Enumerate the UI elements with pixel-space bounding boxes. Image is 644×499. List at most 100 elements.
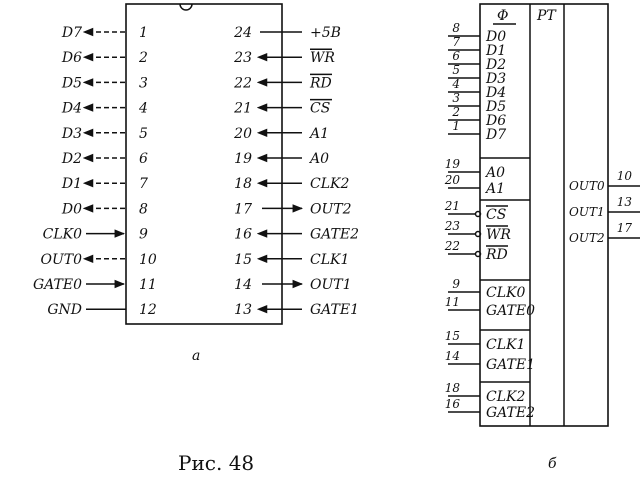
right-pin-signal: +5В (310, 25, 341, 41)
symbol-output-signal: OUT0 (569, 179, 605, 193)
symbol-pin-signal: RD (485, 247, 508, 263)
right-pin-number: 16 (234, 227, 252, 243)
symbol-pin-signal: A0 (484, 165, 505, 181)
left-pin-signal: D7 (61, 25, 82, 41)
panel-a-label: а (192, 348, 200, 364)
symbol-pin-number: 8 (452, 21, 460, 35)
right-pin-signal: A1 (308, 126, 329, 142)
left-pin-number: 2 (138, 50, 148, 66)
left-pin-signal: D1 (61, 176, 82, 192)
right-pin-row: 23 WR (233, 48, 335, 66)
symbol-pin-signal: D7 (485, 127, 506, 143)
left-pin-row: D4 4 (61, 101, 148, 117)
right-pin-number: 23 (233, 50, 252, 66)
right-pin-number: 19 (234, 151, 252, 167)
symbol-output-number: 10 (617, 169, 633, 183)
symbol-pin-signal: CLK0 (486, 285, 525, 301)
symbol-input-pins: 8D07D16D25D34D43D52D61D719A020A121CS23WR… (444, 21, 535, 421)
symbol-input-row: 1D7 (448, 119, 506, 143)
symbol-pin-signal: D2 (485, 57, 506, 73)
figure-caption: Рис. 48 (178, 451, 254, 475)
symbol-pin-number: 15 (445, 329, 460, 343)
left-pin-row: D6 2 (61, 50, 148, 66)
symbol-output-number: 17 (617, 221, 633, 235)
symbol-output-number: 13 (617, 195, 633, 209)
pin1-notch (179, 3, 193, 11)
right-pin-number: 18 (234, 176, 252, 192)
panel-b-label: б (548, 456, 557, 472)
right-pin-signal: CLK1 (310, 252, 349, 268)
right-pin-number: 14 (234, 277, 252, 293)
right-pin-number: 20 (233, 126, 252, 142)
right-pin-number: 22 (233, 75, 252, 91)
symbol-pin-number: 3 (452, 91, 460, 105)
symbol-pin-signal: CS (486, 207, 506, 223)
symbol-input-row: 5D3 (448, 63, 506, 87)
symbol-pin-number: 2 (451, 105, 460, 119)
right-pin-number: 15 (234, 252, 252, 268)
symbol-pin-number: 7 (452, 35, 460, 49)
right-pin-row: 24+5В (233, 25, 341, 41)
left-pin-number: 4 (138, 101, 148, 117)
left-pin-number: 10 (139, 252, 157, 268)
left-pin-signal: OUT0 (40, 252, 82, 268)
left-pin-signal: GATE0 (33, 277, 82, 293)
symbol-input-row: 3D5 (448, 91, 506, 115)
symbol-pin-signal: D6 (485, 113, 506, 129)
left-pin-row: GATE0 11 (33, 277, 157, 293)
symbol-input-row: 7D1 (448, 35, 506, 59)
symbol-pin-signal: GATE0 (486, 303, 535, 319)
symbol-pin-signal: A1 (484, 181, 505, 197)
symbol-pin-number: 4 (451, 77, 460, 91)
left-pin-signal: D6 (61, 50, 82, 66)
symbol-pin-signal: GATE2 (486, 405, 535, 421)
right-pin-signal: OUT1 (310, 277, 352, 293)
dip-package-outline (125, 3, 283, 325)
symbol-output-signal: OUT1 (569, 205, 605, 219)
right-pin-signal: CS (310, 101, 330, 117)
left-pin-number: 5 (139, 126, 148, 142)
right-pin-row: 22 RD (233, 73, 332, 91)
left-pin-signal: D5 (61, 75, 82, 91)
left-pin-number: 11 (139, 277, 157, 293)
right-pin-row: 15 CLK1 (234, 252, 349, 268)
symbol-output-row: OUT0 10 (569, 169, 640, 193)
symbol-pin-signal: D4 (485, 85, 506, 101)
right-pin-signal: RD (309, 75, 332, 91)
right-pin-signal: OUT2 (310, 201, 352, 217)
symbol-input-row: 2D6 (448, 105, 506, 129)
right-pin-row: 18 CLK2 (234, 176, 349, 192)
left-pin-number: 8 (139, 201, 148, 217)
header-title: PT (536, 8, 557, 24)
symbol-pin-number: 9 (452, 277, 460, 291)
right-pin-signal: CLK2 (310, 176, 349, 192)
symbol-pin-number: 22 (444, 239, 460, 253)
header-symbol: Φ (497, 8, 508, 24)
right-pin-signal: WR (310, 50, 335, 66)
inversion-bubble (474, 230, 482, 238)
left-pin-signal: D2 (61, 151, 82, 167)
left-pin-signal: D4 (61, 101, 82, 117)
